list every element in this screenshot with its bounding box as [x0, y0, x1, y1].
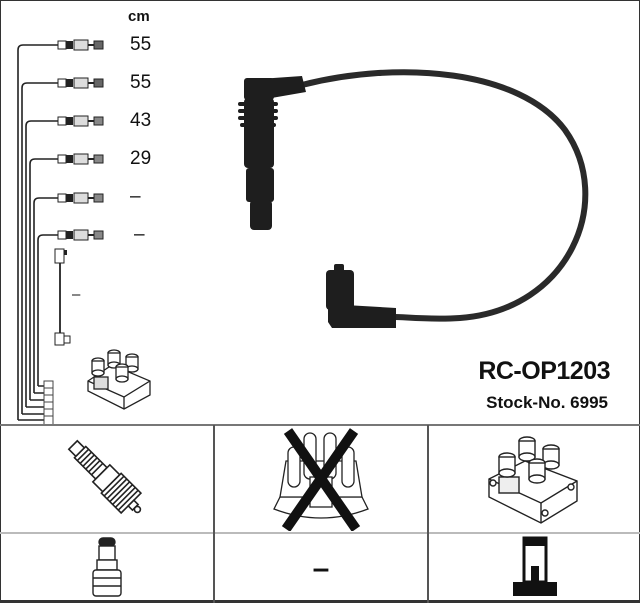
divider-middle — [0, 532, 640, 534]
unit-label: cm — [128, 8, 150, 25]
ignition-cable-image — [238, 69, 589, 328]
ignition-coil-cell — [429, 426, 640, 532]
distributor-connector-value: – — [312, 552, 330, 585]
lead-length-5: – — [130, 186, 141, 207]
part-number: RC-OP1203 — [478, 357, 610, 385]
cable-set-panel: cm 55 55 43 29 – – – — [17, 8, 610, 425]
stock-number: Stock-No. 6995 — [486, 393, 608, 412]
spark-plug-cell — [0, 426, 213, 532]
coil-connector-cell — [429, 534, 640, 600]
distributor-connector-cell: – — [215, 534, 427, 600]
plug-connector-icon — [91, 537, 122, 597]
lead-length-2: 55 — [130, 72, 152, 93]
lead-length-6: – — [134, 224, 145, 245]
coil-schematic-icon — [87, 349, 151, 410]
spark-plug-connector-cell — [0, 534, 213, 600]
divider-bottom — [0, 600, 640, 602]
lead-connectors — [43, 39, 104, 425]
distributor-cap-cell — [215, 426, 427, 532]
lead-length-4: 29 — [130, 148, 152, 169]
distributor-cap-crossed-icon — [273, 428, 369, 531]
spark-plug-icon — [67, 439, 142, 515]
coil-lead-length: – — [72, 286, 81, 303]
divider-top — [0, 424, 640, 426]
column-divider-1 — [213, 425, 215, 603]
ignition-coil-icon — [487, 436, 578, 524]
wiring-schematic — [17, 39, 104, 425]
lead-length-1: 55 — [130, 34, 152, 55]
lead-length-3: 43 — [130, 110, 152, 131]
column-divider-2 — [427, 425, 429, 603]
coil-connector-icon — [512, 536, 557, 596]
